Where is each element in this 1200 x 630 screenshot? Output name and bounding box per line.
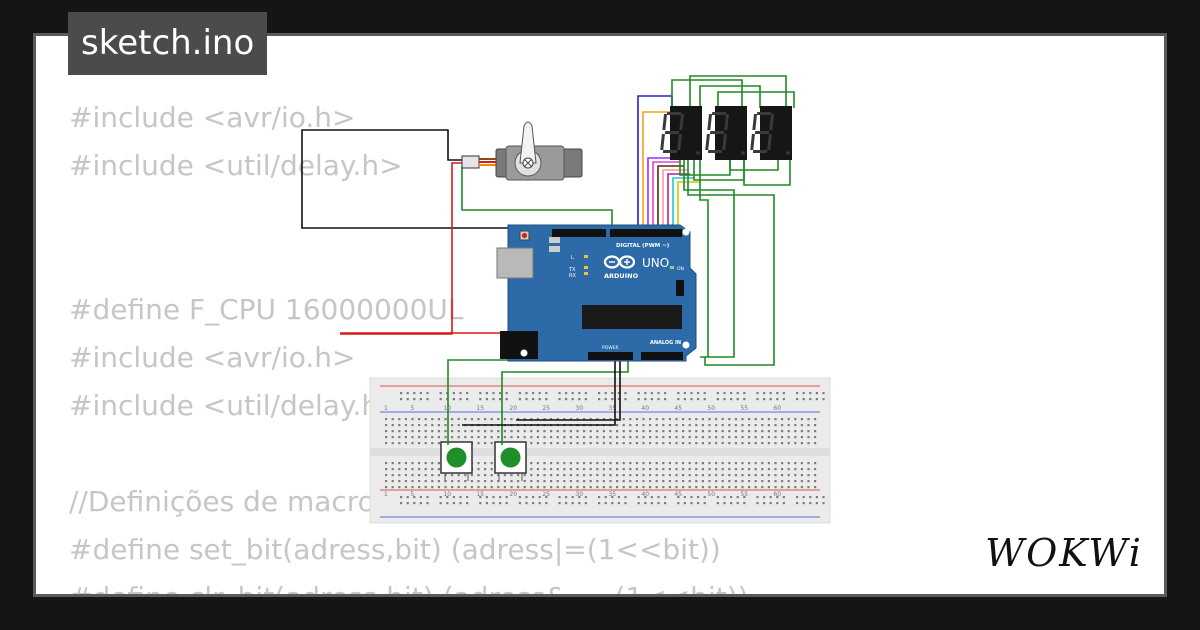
breadboard-column-number: 50 [707,405,715,412]
analog-header: ANALOG IN [650,340,681,346]
board-brand: ARDUINO [604,272,639,280]
breadboard-column-number: 15 [476,491,484,498]
breadboard-column-number: 20 [509,405,517,412]
breadboard-column-number: 40 [641,405,649,412]
wokwi-logo: WOKWi [975,525,1153,581]
breadboard-column-number: 1 [384,405,388,412]
breadboard-column-number: 15 [476,405,484,412]
breadboard-column-number: 1 [384,491,388,498]
servo-motor[interactable] [461,121,583,181]
breadboard-column-number: 45 [674,405,682,412]
push-button-2[interactable] [494,441,527,481]
seven-segment-displays[interactable] [660,106,792,160]
tx-label: TX [568,267,576,273]
push-button-1[interactable] [440,441,473,481]
breadboard-column-number: 60 [773,405,781,412]
breadboard-column-number: 5 [410,405,414,412]
breadboard-column-number: 55 [740,405,748,412]
button-cap [446,447,467,468]
breadboard-column-number: 25 [542,405,550,412]
on-label: ON [677,266,684,272]
breadboard-column-number: 10 [443,491,451,498]
code-line: #define set_bit(adress,bit) (adress|=(1<… [69,533,721,566]
breadboard-column-number: 35 [608,491,616,498]
code-line: #include <avr/io.h> [69,101,356,134]
code-line: #define F_CPU 16000000UL [69,293,464,326]
arduino-uno[interactable]: DIGITAL (PWM ~) UNO ARDUINO POWER ANALOG… [496,224,697,362]
digital-header: DIGITAL (PWM ~) [616,243,670,249]
breadboard-column-number: 40 [641,491,649,498]
breadboard-column-number: 50 [707,491,715,498]
l-label: L [571,255,574,261]
breadboard-column-number: 35 [608,405,616,412]
breadboard-column-number: 30 [575,491,583,498]
breadboard-column-number: 60 [773,491,781,498]
sketch-filename-tab[interactable]: sketch.ino [68,12,268,75]
button-cap [500,447,521,468]
breadboard-column-number: 30 [575,405,583,412]
code-line: #define clr_bit(adress,bit) (adress&=~(1… [69,584,749,595]
board-model: UNO [642,256,669,270]
breadboard-column-number: 25 [542,491,550,498]
power-header: POWER [602,345,619,351]
breadboard-column-number: 5 [410,491,414,498]
seven-segment-display [660,106,702,160]
code-line: #include <util/delay.h> [69,389,403,422]
breadboard-column-number: 20 [509,491,517,498]
breadboard-column-number: 45 [674,491,682,498]
code-line: #include <avr/io.h> [69,341,356,374]
seven-segment-display [750,106,792,160]
seven-segment-display [705,106,747,160]
breadboard[interactable]: 1155101015152020252530303535404045455050… [369,377,831,524]
rx-label: RX [569,273,576,279]
arduino-logo [603,255,636,269]
breadboard-column-number: 55 [740,491,748,498]
